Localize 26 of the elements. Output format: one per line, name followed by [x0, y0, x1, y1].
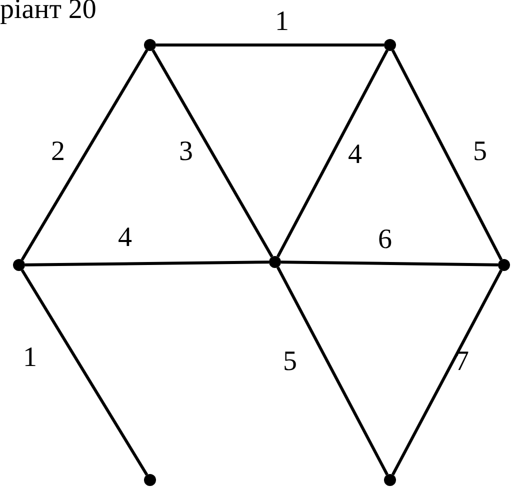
edge-line [20, 49, 148, 261]
vertex-dot [384, 39, 396, 51]
edge-label: 4 [118, 223, 132, 253]
edge-label: 5 [283, 347, 297, 377]
edge-label: 5 [473, 137, 487, 167]
vertex-dot [384, 474, 396, 486]
edge-line [276, 50, 389, 258]
edge-line [280, 260, 498, 266]
edge-line [391, 270, 503, 476]
edge-label: 3 [179, 137, 193, 167]
edge-label: 2 [51, 137, 65, 167]
vertex-dot [144, 39, 156, 51]
edge-line [156, 44, 384, 46]
edge-label: 1 [23, 343, 37, 373]
vertex-dot [13, 259, 25, 271]
edge-line [152, 49, 274, 258]
edge-line [20, 269, 148, 476]
edge-label: 4 [348, 140, 362, 170]
edge-label: 1 [275, 7, 289, 37]
vertex-dot [498, 259, 510, 271]
vertex-dot [144, 474, 156, 486]
edge-line [391, 50, 503, 260]
edge-line [276, 266, 389, 476]
edge-line [24, 260, 270, 266]
vertex-dot [269, 256, 281, 268]
edge-label: 6 [378, 225, 392, 255]
